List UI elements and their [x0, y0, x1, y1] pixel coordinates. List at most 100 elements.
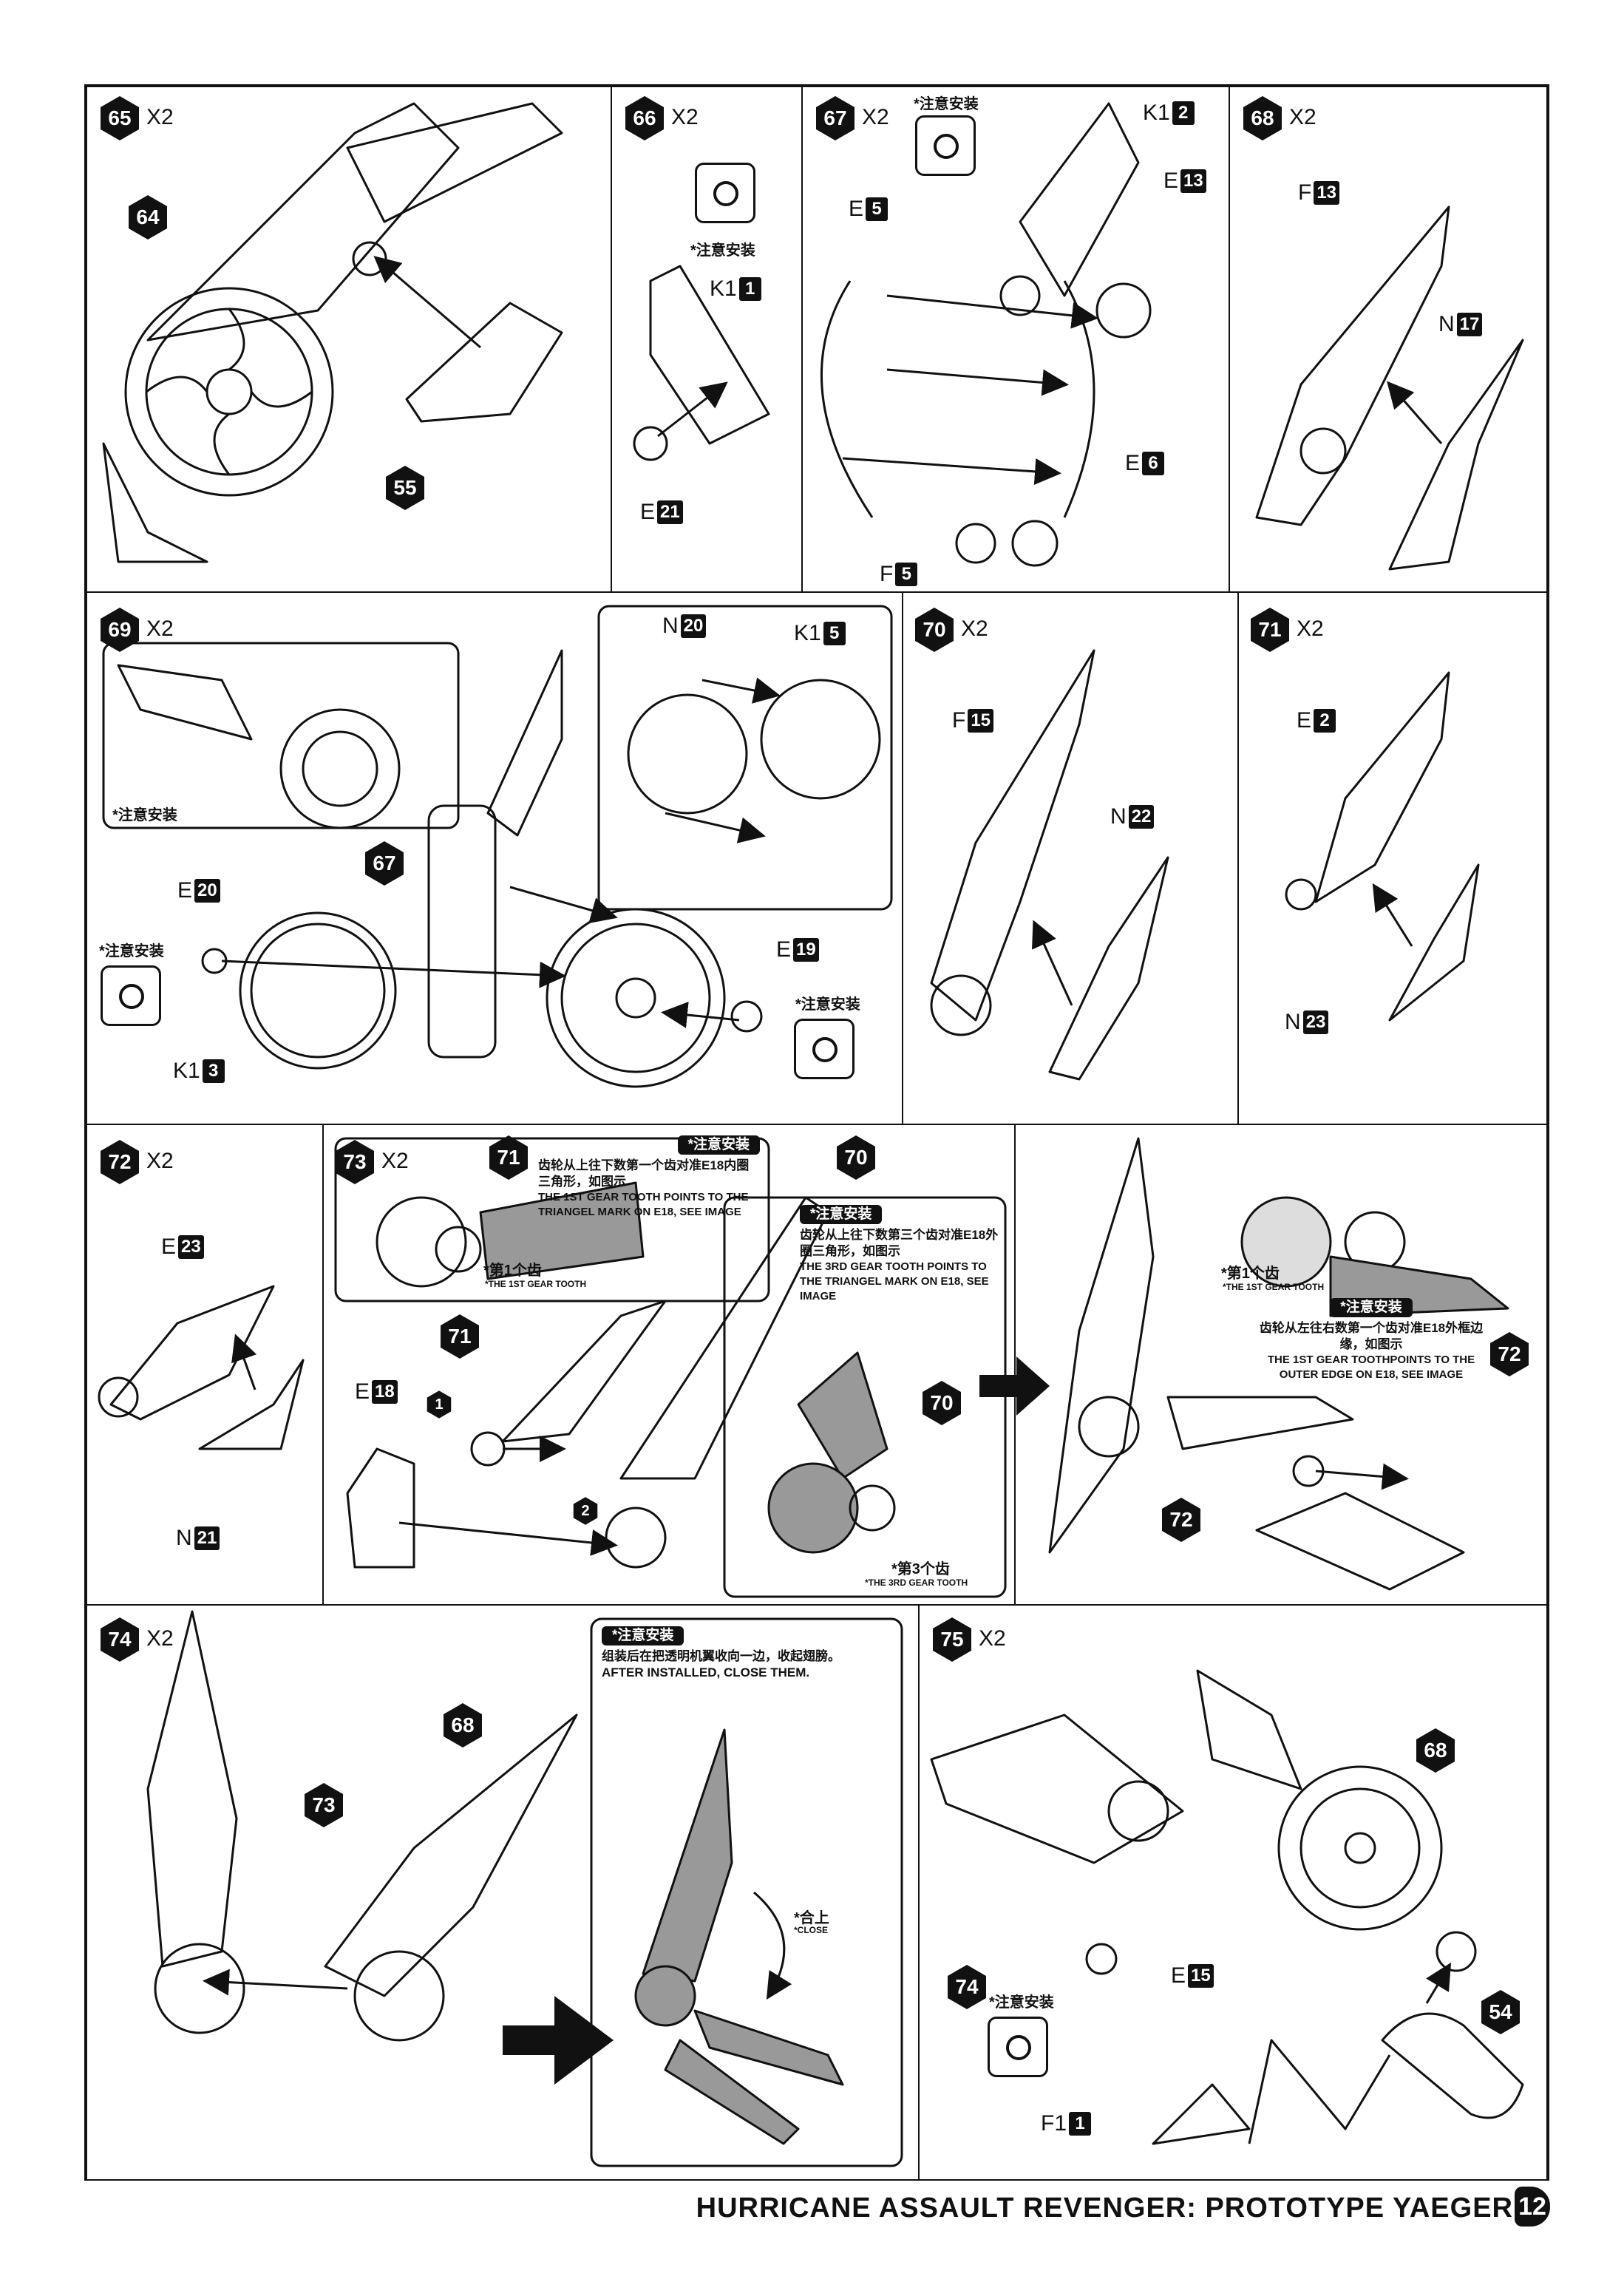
gear-note-3-en: THE 3RD GEAR TOOTH POINTS TO THE TRIANGE… — [800, 1260, 989, 1302]
arrow-to-closed-74 — [503, 1996, 614, 2085]
first-tooth-zh-72: *第1个齿 — [1221, 1266, 1280, 1282]
frame-part-67 — [821, 280, 1095, 518]
attention-note-75: *注意安装 — [989, 1994, 1054, 2011]
close-label-zh: *合上 — [794, 1910, 829, 1926]
edge-note-zh: 齿轮从左往右数第一个齿对准E18外框边缘，如图示 — [1259, 1321, 1484, 1351]
attention-label: *注意安装 — [677, 1135, 760, 1155]
step-68-panel — [1229, 86, 1548, 593]
ref-70: 70 — [918, 1379, 965, 1427]
step-65-number: 65 — [96, 95, 143, 142]
third-tooth-zh: *第3个齿 — [891, 1561, 950, 1577]
step-70-number: 70 — [911, 606, 958, 653]
ref-64: 64 — [124, 194, 171, 241]
attention-note-69-right: *注意安装 — [795, 996, 860, 1013]
attention-icon-67 — [915, 115, 976, 176]
attention-note-69-inset: *注意安装 — [112, 807, 177, 823]
first-tooth-en-72: *THE 1ST GEAR TOOTH — [1223, 1282, 1325, 1292]
blade-part-68 — [1255, 206, 1450, 526]
fan-assembly-65 — [102, 102, 563, 563]
ring-k1-3 — [239, 911, 397, 1070]
step-67-qty: X2 — [862, 105, 889, 129]
attention-icon-69-right — [794, 1019, 855, 1079]
attention-label: *注意安装 — [800, 1205, 883, 1224]
wing-part-55 — [405, 302, 563, 423]
step-72-qty: X2 — [146, 1149, 174, 1173]
step-71-panel — [1237, 591, 1548, 1125]
step-71-qty: X2 — [1297, 617, 1324, 641]
wing-assembly-74 — [146, 1610, 238, 1968]
edge-note-en: THE 1ST GEAR TOOTHPOINTS TO THE OUTER ED… — [1267, 1354, 1475, 1381]
attention-icon-69-left — [101, 965, 161, 1026]
step-74-number: 74 — [96, 1616, 143, 1663]
step-73-qty: X2 — [381, 1149, 409, 1173]
wing-assembly-73 — [1048, 1137, 1155, 1554]
step-69-qty: X2 — [146, 617, 174, 641]
wing-part-66 — [649, 265, 770, 445]
blade-e2 — [1314, 671, 1450, 903]
ref-68-75: 68 — [1412, 1727, 1459, 1774]
step-66-number: 66 — [621, 95, 668, 142]
blade-e23 — [109, 1285, 275, 1421]
step-75-number: 75 — [928, 1616, 976, 1663]
close-note-en: AFTER INSTALLED, CLOSE THEM. — [602, 1665, 810, 1679]
gear-edge-note: *注意安装 齿轮从左往右数第一个齿对准E18外框边缘，如图示 THE 1ST G… — [1249, 1298, 1493, 1382]
gear-note-1-zh: 齿轮从上往下数第一个齿对准E18内圈三角形，如图示 — [538, 1158, 750, 1189]
page-number: 12 — [1515, 2187, 1550, 2227]
first-tooth-en: *THE 1ST GEAR TOOTH — [485, 1279, 587, 1289]
step-65-qty: X2 — [146, 105, 174, 129]
first-tooth-zh: *第1个齿 — [483, 1263, 542, 1279]
ref-73: 73 — [300, 1782, 347, 1829]
attention-label: *注意安装 — [602, 1626, 684, 1645]
step-72-panel — [86, 1124, 324, 1606]
arrow-to-result-73 — [979, 1356, 1050, 1416]
fan-hub-69 — [546, 908, 726, 1088]
ref-74: 74 — [943, 1963, 991, 2011]
close-label-en: *CLOSE — [794, 1925, 829, 1935]
step-69-number: 69 — [96, 606, 143, 653]
ref-72: 72 — [1158, 1496, 1205, 1543]
blade-f15 — [930, 649, 1095, 1022]
ref-70-top: 70 — [832, 1134, 880, 1181]
ref-72-top: 72 — [1486, 1331, 1533, 1378]
gear-note-1-en: THE 1ST GEAR TOOTH POINTS TO THE TRIANGE… — [538, 1191, 749, 1218]
step-74-qty: X2 — [146, 1626, 174, 1651]
ref-55: 55 — [381, 464, 429, 512]
attention-note-67: *注意安装 — [914, 96, 979, 112]
gear-alignment-note-1: *注意安装 齿轮从上往下数第一个齿对准E18内圈三角形，如图示 THE 1ST … — [538, 1135, 760, 1220]
model-title: HURRICANE ASSAULT REVENGER: PROTOTYPE YA… — [696, 2193, 1513, 2224]
ref-67: 67 — [361, 840, 408, 887]
gear-alignment-note-3: *注意安装 齿轮从上往下数第三个齿对准E18外圈三角形，如图示 THE 3RD … — [800, 1205, 1007, 1304]
step-73-panel — [322, 1124, 1016, 1606]
step-75-panel — [918, 1604, 1548, 2181]
sequence-step-1: 1 — [424, 1390, 454, 1419]
attention-note-66: *注意安装 — [690, 242, 755, 259]
sequence-step-2: 2 — [571, 1496, 600, 1526]
attention-icon-66 — [695, 163, 755, 223]
attention-label: *注意安装 — [1330, 1298, 1413, 1317]
ref-71-top: 71 — [485, 1134, 532, 1181]
step-75-qty: X2 — [979, 1626, 1006, 1651]
gear-note-3-zh: 齿轮从上往下数第三个齿对准E18外圈三角形，如图示 — [800, 1228, 999, 1258]
attention-note-69-left: *注意安装 — [99, 943, 164, 960]
